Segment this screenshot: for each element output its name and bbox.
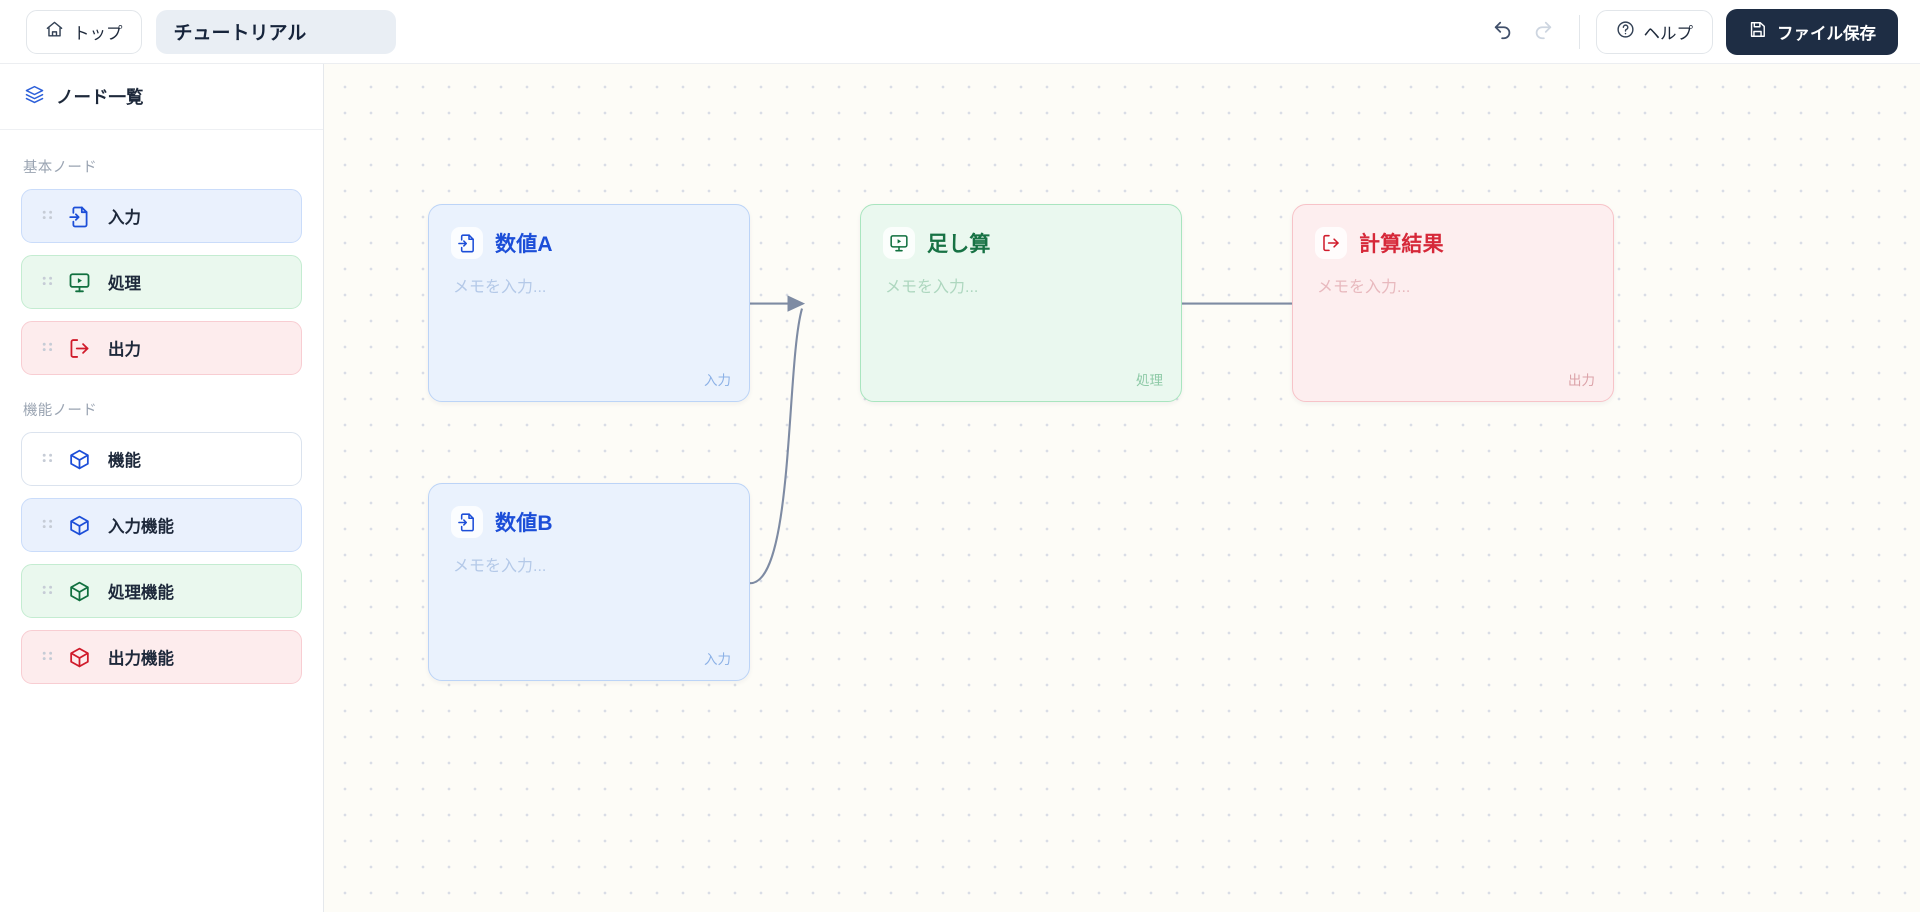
save-file-button[interactable]: ファイル保存	[1726, 8, 1898, 55]
palette-item-出力[interactable]: 出力	[21, 321, 302, 375]
graph-node-数値B[interactable]: 数値B メモを入力... 入力	[428, 483, 750, 681]
node-header: 足し算	[861, 205, 1181, 259]
sidebar-header-label: ノード一覧	[56, 87, 144, 107]
sidebar-header: ノード一覧	[0, 64, 323, 130]
top-toolbar: トップ チュートリアル	[0, 0, 1920, 64]
floppy-disk-icon	[1748, 20, 1767, 44]
palette-item-label: 機能	[108, 452, 141, 470]
palette-item-処理機能[interactable]: 処理機能	[21, 564, 302, 618]
main-body: ノード一覧 基本ノード 入力 処理 出力機能ノード 機能 入力機能 処理機能 出…	[0, 64, 1920, 912]
node-type-badge: 入力	[704, 652, 731, 667]
question-circle-icon	[1616, 20, 1635, 44]
log-out-icon	[1315, 227, 1347, 259]
package-icon	[62, 580, 96, 603]
package-icon	[62, 448, 96, 471]
drag-handle-icon[interactable]	[36, 274, 58, 290]
palette-item-label: 処理	[108, 275, 141, 293]
node-title[interactable]: 足し算	[927, 233, 991, 256]
file-input-icon	[451, 227, 483, 259]
node-title[interactable]: 数値B	[495, 512, 553, 535]
sidebar-group-label: 機能ノード	[23, 403, 97, 419]
node-type-badge: 出力	[1568, 373, 1595, 388]
sidebar-group: 基本ノード 入力 処理 出力	[21, 156, 302, 375]
palette-item-label: 入力機能	[108, 518, 174, 536]
monitor-play-icon	[62, 271, 96, 294]
palette-item-label: 出力	[108, 341, 141, 359]
redo-button[interactable]	[1523, 12, 1563, 52]
redo-icon	[1532, 19, 1554, 44]
palette-item-出力機能[interactable]: 出力機能	[21, 630, 302, 684]
graph-canvas[interactable]: 数値A メモを入力... 入力 数値B メモを入力... 入力 足し算 メモを入…	[324, 64, 1920, 912]
palette-item-入力機能[interactable]: 入力機能	[21, 498, 302, 552]
home-icon	[45, 20, 64, 44]
help-button-label: ヘルプ	[1643, 24, 1694, 43]
palette-item-機能[interactable]: 機能	[21, 432, 302, 486]
monitor-play-icon	[883, 227, 915, 259]
file-input-icon	[62, 205, 96, 228]
package-icon	[62, 646, 96, 669]
sidebar-scroll-area[interactable]: 基本ノード 入力 処理 出力機能ノード 機能 入力機能 処理機能 出力機能	[0, 130, 323, 912]
toolbar-divider	[1578, 14, 1580, 49]
drag-handle-icon[interactable]	[36, 340, 58, 356]
log-out-icon	[62, 337, 96, 360]
sidebar-group-label: 基本ノード	[23, 160, 97, 176]
palette-item-label: 入力	[108, 209, 141, 227]
undo-button[interactable]	[1483, 12, 1523, 52]
undo-icon	[1492, 19, 1514, 44]
node-memo-input[interactable]: メモを入力...	[885, 279, 979, 296]
sidebar-group: 機能ノード 機能 入力機能 処理機能 出力機能	[21, 399, 302, 684]
drag-handle-icon[interactable]	[36, 649, 58, 665]
node-type-badge: 処理	[1136, 373, 1163, 388]
drag-handle-icon[interactable]	[36, 517, 58, 533]
node-title[interactable]: 数値A	[495, 233, 553, 256]
home-button[interactable]: トップ	[26, 9, 142, 54]
help-button[interactable]: ヘルプ	[1595, 9, 1713, 54]
layers-icon	[24, 84, 45, 110]
palette-item-label: 出力機能	[108, 650, 174, 668]
graph-node-数値A[interactable]: 数値A メモを入力... 入力	[428, 204, 750, 402]
drag-handle-icon[interactable]	[36, 451, 58, 467]
file-input-icon	[451, 506, 483, 538]
node-header: 計算結果	[1293, 205, 1613, 259]
node-memo-input[interactable]: メモを入力...	[453, 558, 547, 575]
graph-node-計算結果[interactable]: 計算結果 メモを入力... 出力	[1292, 204, 1614, 402]
palette-item-label: 処理機能	[108, 584, 174, 602]
node-type-badge: 入力	[704, 373, 731, 388]
palette-item-入力[interactable]: 入力	[21, 189, 302, 243]
node-title[interactable]: 計算結果	[1359, 233, 1444, 256]
node-header: 数値A	[429, 205, 749, 259]
package-icon	[62, 514, 96, 537]
node-palette-sidebar: ノード一覧 基本ノード 入力 処理 出力機能ノード 機能 入力機能 処理機能 出…	[0, 64, 324, 912]
node-memo-input[interactable]: メモを入力...	[453, 279, 547, 296]
palette-item-処理[interactable]: 処理	[21, 255, 302, 309]
drag-handle-icon[interactable]	[36, 208, 58, 224]
home-button-label: トップ	[73, 24, 123, 43]
graph-node-足し算[interactable]: 足し算 メモを入力... 処理	[860, 204, 1182, 402]
node-memo-input[interactable]: メモを入力...	[1317, 279, 1411, 296]
document-title-field[interactable]: チュートリアル	[155, 9, 396, 54]
node-header: 数値B	[429, 484, 749, 538]
save-file-button-label: ファイル保存	[1777, 24, 1876, 43]
drag-handle-icon[interactable]	[36, 583, 58, 599]
